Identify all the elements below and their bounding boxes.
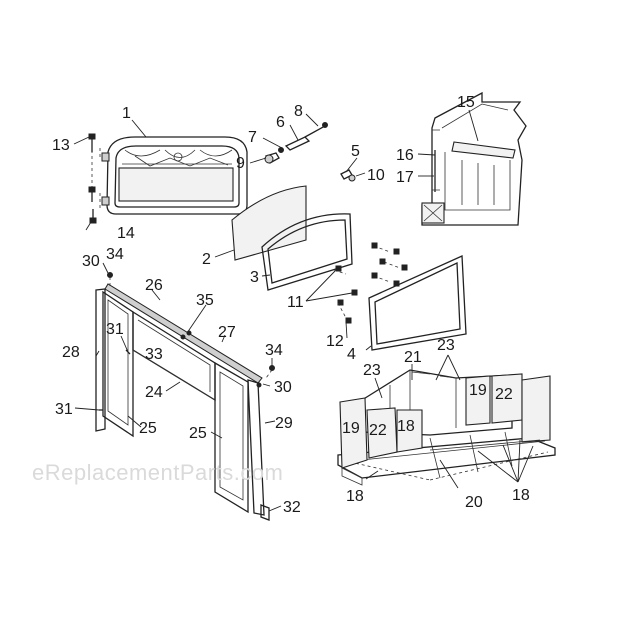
callout-22-right: 22	[495, 386, 513, 403]
callout-12: 12	[326, 333, 344, 350]
surround-top-bar-part-26	[104, 283, 263, 384]
callout-5: 5	[351, 143, 360, 160]
callout-33: 33	[145, 346, 163, 363]
surround-right-side-part-29	[247, 379, 265, 516]
firebrick-left-part-19	[339, 397, 368, 469]
surround-screws-parts-30-34-35	[107, 272, 275, 388]
surround-right-panel-part-25b	[214, 361, 249, 514]
callout-1: 1	[122, 105, 131, 122]
surround-left-panel-part-25	[102, 290, 134, 438]
door-gasket-part-4	[368, 255, 467, 351]
callout-25-left: 25	[139, 420, 157, 437]
watermark-text: eReplacementParts.com	[32, 460, 283, 485]
fasteners-part-12	[337, 299, 352, 324]
callout-30-top: 30	[82, 253, 100, 270]
callout-20: 20	[465, 494, 483, 511]
door-frame-part-1	[101, 136, 248, 215]
leader-lines	[73, 109, 534, 512]
firebrick-right-part-22	[491, 373, 551, 443]
door-glass-part-2	[231, 185, 307, 261]
callout-16: 16	[396, 147, 414, 164]
callout-19-right: 19	[469, 382, 487, 399]
callout-26: 26	[145, 277, 163, 294]
callout-21: 21	[404, 349, 422, 366]
callout-8: 8	[294, 103, 303, 120]
surround-left-side-part-28	[95, 288, 106, 432]
callout-35: 35	[196, 292, 214, 309]
firebrick-left-part-22	[366, 407, 423, 459]
callout-19-left: 19	[342, 420, 360, 437]
callout-34-bottom: 34	[265, 342, 283, 359]
callout-2: 2	[202, 251, 211, 268]
callout-23-right: 23	[437, 337, 455, 354]
callout-22-left: 22	[369, 422, 387, 439]
callout-11: 11	[287, 294, 304, 311]
callout-18-left: 18	[346, 488, 364, 505]
surround-face-part-24	[132, 349, 216, 401]
callout-6: 6	[276, 114, 285, 131]
callout-labels: 1 2 3 4 5 6 7 8 9 10 11 12 13 14 15 16 1…	[52, 94, 530, 516]
firebox-section-parts-15-17	[421, 91, 527, 226]
callout-18-right: 18	[512, 487, 530, 504]
callout-25-right: 25	[189, 425, 207, 442]
surround-bracket-part-32	[260, 504, 270, 521]
callout-34-top: 34	[106, 246, 124, 263]
handle-assembly-parts-6-9	[264, 122, 328, 164]
callout-32: 32	[283, 499, 301, 516]
callout-15: 15	[457, 94, 475, 111]
callout-10: 10	[367, 167, 385, 184]
callout-17: 17	[396, 169, 414, 186]
callout-14: 14	[117, 225, 135, 242]
hinge-pin-part-13	[88, 133, 101, 210]
hinge-pin-part-14	[89, 209, 97, 224]
fasteners-part-11	[333, 242, 408, 296]
firebrick-floor-tiles-part-18	[341, 431, 541, 486]
callout-9: 9	[236, 155, 245, 172]
firebrick-top-part-23	[411, 371, 457, 379]
callout-13: 13	[52, 137, 70, 154]
callout-31-top: 31	[106, 321, 124, 338]
callout-3: 3	[250, 269, 259, 286]
callout-27: 27	[218, 324, 236, 341]
callout-4: 4	[347, 346, 356, 363]
glass-gasket-part-3	[261, 213, 353, 291]
callout-7: 7	[248, 129, 257, 146]
firebrick-right-part-19	[465, 375, 491, 426]
callout-30-bottom: 30	[274, 379, 292, 396]
callout-23-left: 23	[363, 362, 381, 379]
callout-31-bottom: 31	[55, 401, 73, 418]
callout-24: 24	[145, 384, 163, 401]
callout-18-center: 18	[397, 418, 415, 435]
callout-29: 29	[275, 415, 293, 432]
latch-screw-parts-5-10	[340, 169, 356, 182]
callout-28: 28	[62, 344, 80, 361]
